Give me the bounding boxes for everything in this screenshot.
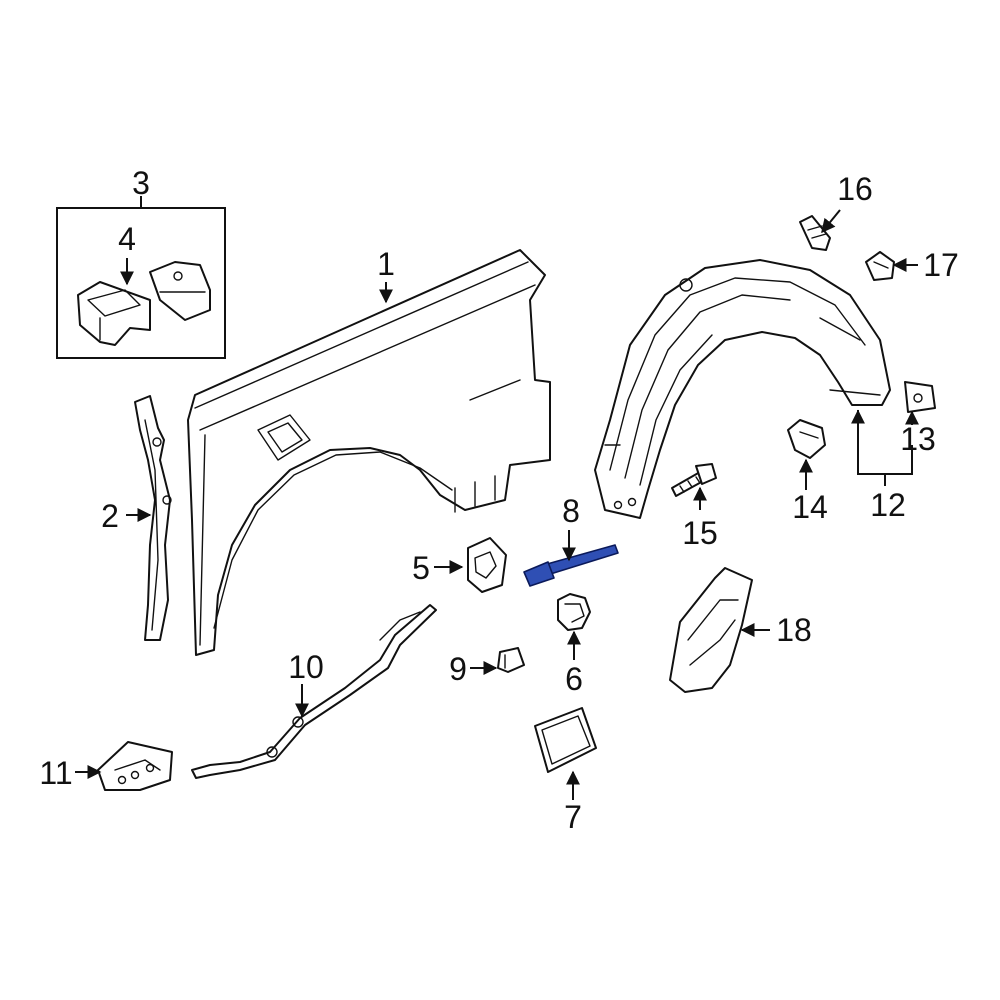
screw[interactable]: [671, 463, 717, 497]
splash-shield[interactable]: [669, 567, 753, 693]
clip-nut[interactable]: [904, 381, 936, 413]
callout-6: 6: [565, 661, 583, 697]
liner-retainer[interactable]: [787, 419, 826, 459]
callout-2: 2: [101, 498, 119, 534]
callout-11: 11: [39, 755, 72, 791]
callout-15: 15: [682, 515, 718, 551]
push-pin[interactable]: [799, 215, 831, 251]
wheel-housing-liner[interactable]: [594, 259, 891, 519]
small-clip[interactable]: [497, 647, 525, 673]
callout-4: 4: [118, 221, 136, 257]
bracket-cover[interactable]: [149, 261, 211, 321]
leader-lines: [75, 196, 919, 800]
callout-14: 14: [792, 489, 828, 525]
fuel-door[interactable]: [534, 707, 597, 773]
callout-13: 13: [900, 421, 936, 457]
mounting-bracket[interactable]: [97, 741, 173, 791]
callout-1: 1: [377, 246, 395, 282]
pillar-reinforcement[interactable]: [134, 395, 172, 641]
bracket[interactable]: [77, 281, 151, 346]
callout-7: 7: [564, 799, 582, 835]
callout-5: 5: [412, 550, 430, 586]
grommet[interactable]: [467, 537, 507, 593]
callout-17: 17: [923, 247, 959, 283]
callout-labels: 1 2 3 4 5 6 7 8 9 10 11 12 13 14 15 16 1…: [39, 165, 958, 835]
retainer-clip[interactable]: [557, 593, 591, 631]
callout-18: 18: [776, 612, 812, 648]
callout-16: 16: [837, 171, 873, 207]
highlighted-pin[interactable]: [523, 544, 619, 587]
callout-10: 10: [288, 649, 324, 685]
wiring-harness[interactable]: [191, 604, 437, 779]
callout-12: 12: [870, 487, 906, 523]
callout-3: 3: [132, 165, 150, 201]
quarter-panel[interactable]: [187, 249, 551, 656]
callout-8: 8: [562, 493, 580, 529]
push-clip[interactable]: [865, 251, 895, 281]
callout-9: 9: [449, 651, 467, 687]
